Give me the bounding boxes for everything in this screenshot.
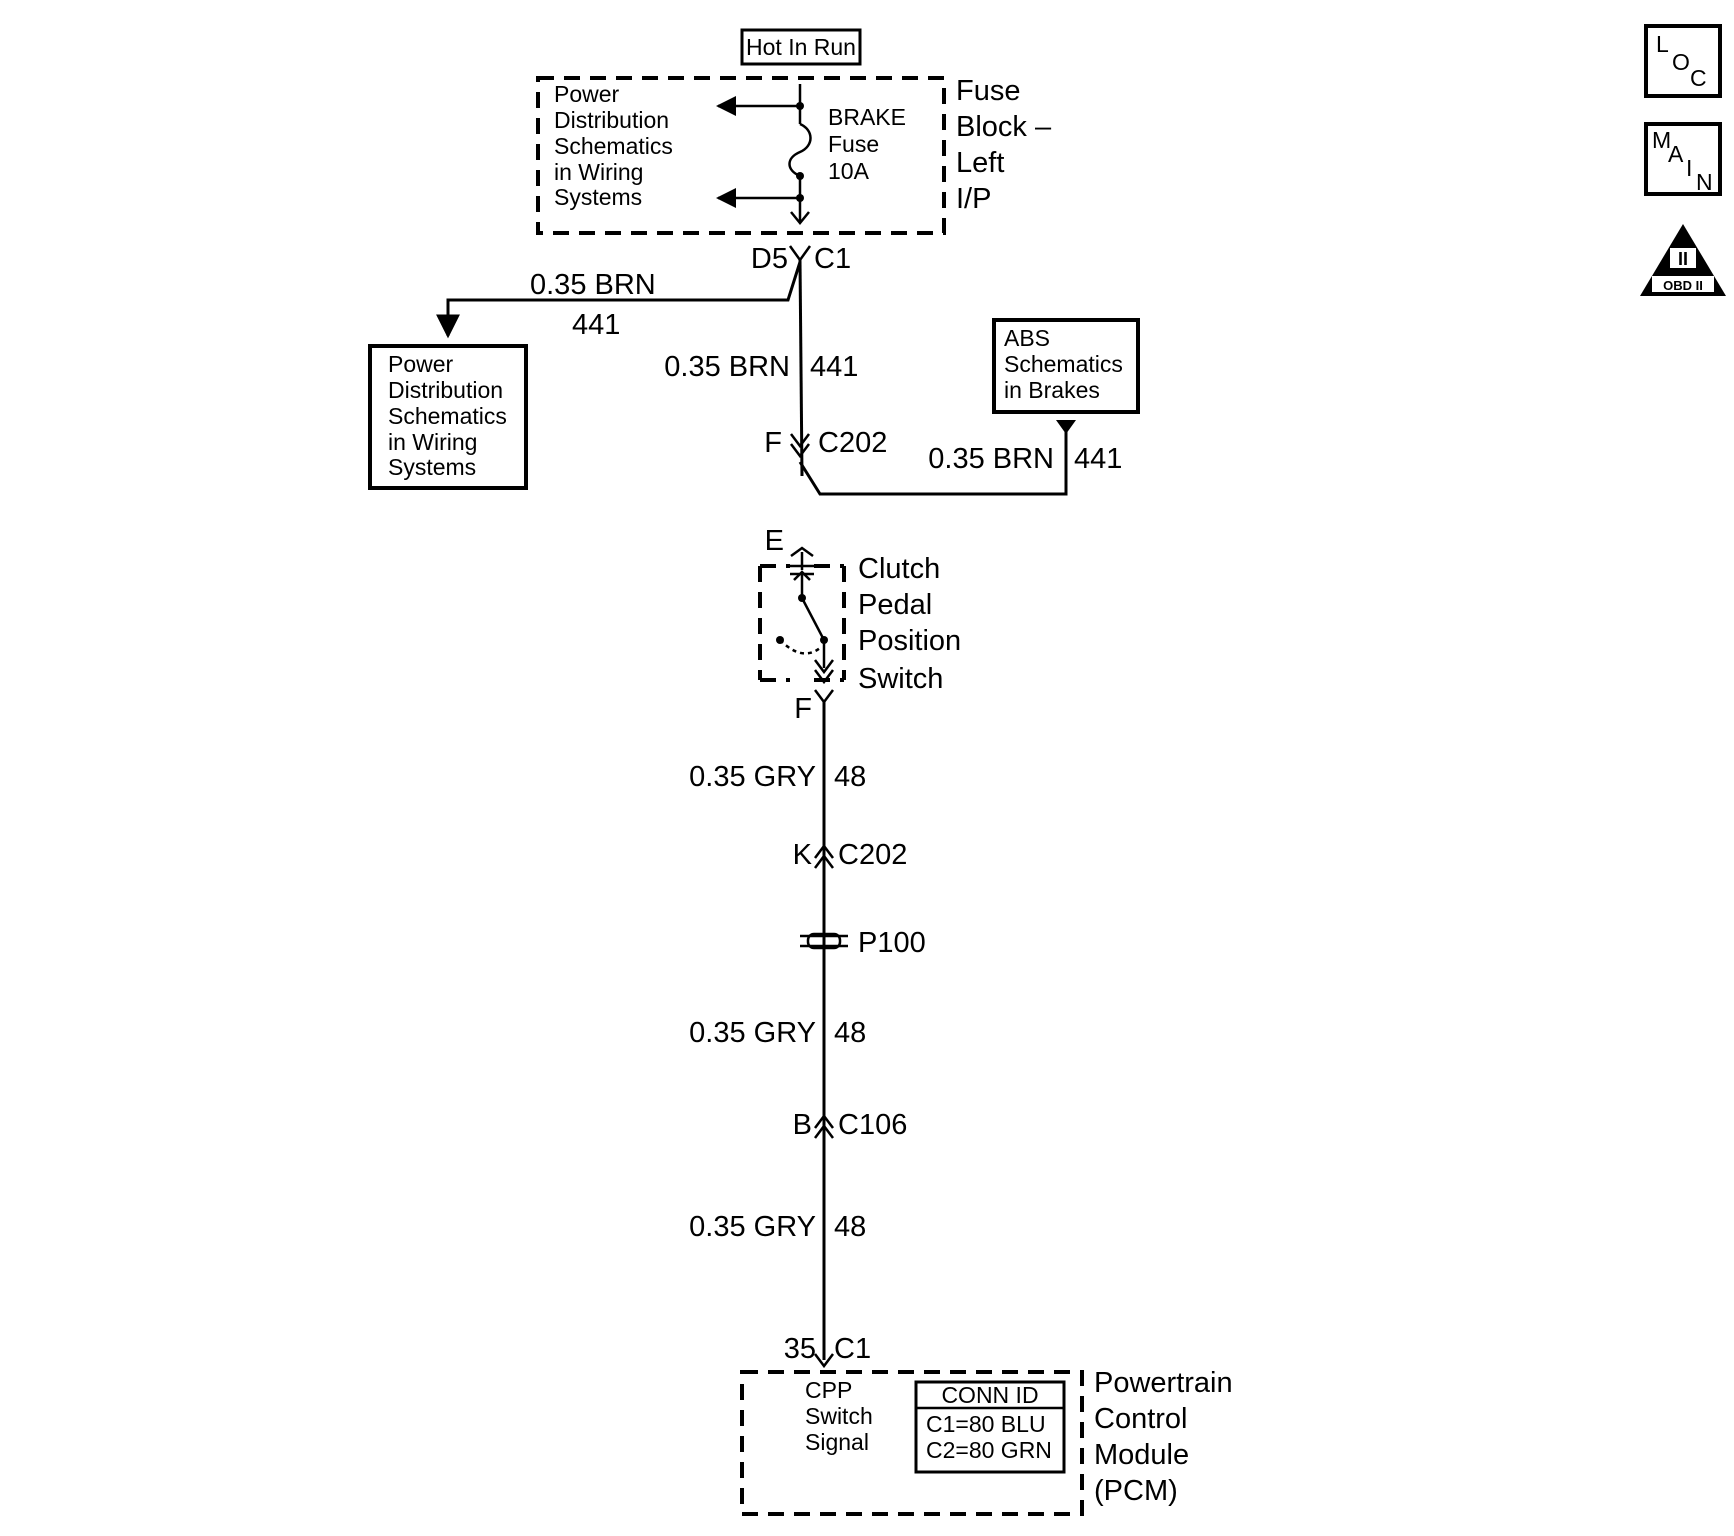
- pcm-outline: [740, 1370, 1084, 1516]
- hot-in-run-text: Hot In Run: [746, 34, 856, 60]
- obd-ii-label: OBD II: [1663, 278, 1703, 293]
- main-letter-i: I: [1686, 155, 1692, 181]
- fuse-block-ref-line-4: Systems: [554, 184, 642, 210]
- wire-2-circuit: 48: [834, 761, 866, 793]
- conn-id-box: [914, 1380, 1066, 1474]
- left-branch-circuit-label: 441: [572, 309, 620, 341]
- loc-letter-o: O: [1672, 49, 1690, 75]
- main-wire-1-label: 0.35 BRN: [664, 351, 790, 383]
- clutch-switch-name-line-0: Clutch: [858, 553, 940, 585]
- c202-upper-pin: F: [764, 427, 782, 459]
- left-ref-line-1: Distribution: [388, 377, 503, 403]
- fuse-block-name-line-2: Left: [956, 147, 1004, 179]
- fuse-block-name-line-1: Block –: [956, 111, 1052, 143]
- abs-ref-line-0: ABS: [1004, 325, 1050, 351]
- pcm-name-line-1: Control: [1094, 1403, 1188, 1435]
- fuse-block-name-line-0: Fuse: [956, 75, 1020, 107]
- left-ref-line-0: Power: [388, 351, 454, 377]
- fuse-block-ref-line-3: in Wiring: [554, 159, 643, 185]
- obd-ii-icon[interactable]: II OBD II: [1640, 224, 1726, 296]
- conn-id-line-1: C2=80 GRN: [926, 1437, 1052, 1463]
- abs-ref-line-1: Schematics: [1004, 351, 1123, 377]
- fuse-block-outline: [536, 76, 946, 235]
- clutch-switch-pin-in: E: [765, 525, 784, 557]
- clutch-switch-outline: [758, 564, 846, 682]
- fuse-name-line-1: Fuse: [828, 131, 879, 157]
- c202-lower-connector-symbol: [814, 843, 834, 869]
- loc-nav-button[interactable]: L O C: [1644, 24, 1722, 98]
- p100-passthrough-symbol: [800, 932, 848, 950]
- abs-branch-wire: [798, 428, 1068, 496]
- fuse-connector-label: C1: [814, 243, 851, 275]
- left-ref-line-2: Schematics: [388, 403, 507, 429]
- pcm-pin: 35: [784, 1333, 816, 1365]
- c106-connector-symbol: [814, 1113, 834, 1139]
- clutch-switch-contacts: [776, 594, 834, 685]
- wire-3-label: 0.35 GRY: [689, 1017, 816, 1049]
- loc-letter-c: C: [1690, 65, 1707, 91]
- c202-upper-connector: C202: [818, 427, 887, 459]
- fuse-block-ref-line-1: Distribution: [554, 107, 669, 133]
- abs-branch-wire-label: 0.35 BRN: [928, 443, 1054, 475]
- left-branch-wire: [436, 261, 802, 339]
- fuse-name-line-0: BRAKE: [828, 104, 906, 130]
- pcm-name-line-3: (PCM): [1094, 1475, 1178, 1507]
- abs-branch-circuit-label: 441: [1074, 443, 1122, 475]
- wire-2-label: 0.35 GRY: [689, 761, 816, 793]
- clutch-switch-input-connector: [790, 546, 814, 598]
- pcm-signal-line-0: CPP: [805, 1377, 852, 1403]
- fuse-pin-label: D5: [751, 243, 788, 275]
- c202-lower-pin: K: [793, 839, 813, 871]
- left-ref-line-3: in Wiring: [388, 429, 477, 455]
- c106-connector: C106: [838, 1109, 907, 1141]
- abs-schematics-ref-box: [992, 318, 1140, 414]
- c202-upper-connector-symbol: [790, 433, 810, 459]
- abs-ref-line-2: in Brakes: [1004, 377, 1100, 403]
- wire-4-circuit: 48: [834, 1211, 866, 1243]
- left-branch-wire-label: 0.35 BRN: [530, 269, 656, 301]
- power-distribution-ref-box: [368, 344, 528, 490]
- main-wire-441: [798, 259, 804, 477]
- pcm-name-line-2: Module: [1094, 1439, 1189, 1471]
- p100-label: P100: [858, 927, 926, 959]
- pcm-name-line-0: Powertrain: [1094, 1367, 1233, 1399]
- conn-id-title: CONN ID: [941, 1382, 1038, 1408]
- pcm-c1-connector-symbol: [814, 1353, 834, 1369]
- fuse-rating: 10A: [828, 158, 870, 184]
- obd-ii-numeral: II: [1678, 249, 1688, 269]
- brake-fuse-symbol: [716, 84, 812, 225]
- wire-4-label: 0.35 GRY: [689, 1211, 816, 1243]
- abs-branch-arrow: [1056, 420, 1076, 434]
- main-letter-n: N: [1696, 169, 1713, 195]
- left-ref-line-4: Systems: [388, 454, 476, 480]
- clutch-switch-name-line-3: Switch: [858, 663, 943, 695]
- pcm-signal-line-1: Switch: [805, 1403, 873, 1429]
- pcm-connector: C1: [834, 1333, 871, 1365]
- c106-pin: B: [793, 1109, 812, 1141]
- main-letter-a: A: [1668, 141, 1684, 167]
- fuse-block-name-line-3: I/P: [956, 183, 991, 215]
- main-nav-button[interactable]: M A I N: [1644, 122, 1722, 196]
- main-wire-1-circuit: 441: [810, 351, 858, 383]
- main-letter-m: M: [1652, 127, 1671, 153]
- conn-id-line-0: C1=80 BLU: [926, 1411, 1046, 1437]
- clutch-switch-name-line-2: Position: [858, 625, 961, 657]
- wire-3-circuit: 48: [834, 1017, 866, 1049]
- c202-lower-connector: C202: [838, 839, 907, 871]
- clutch-switch-pin-out: F: [794, 693, 812, 725]
- fuse-block-ref-line-0: Power: [554, 81, 620, 107]
- loc-letter-l: L: [1656, 31, 1669, 57]
- fuse-block-ref-line-2: Schematics: [554, 133, 673, 159]
- clutch-switch-name-line-1: Pedal: [858, 589, 932, 621]
- c1-fuse-connector-symbol: [788, 245, 812, 263]
- pcm-signal-line-2: Signal: [805, 1429, 869, 1455]
- hot-in-run-label: Hot In Run: [740, 28, 862, 66]
